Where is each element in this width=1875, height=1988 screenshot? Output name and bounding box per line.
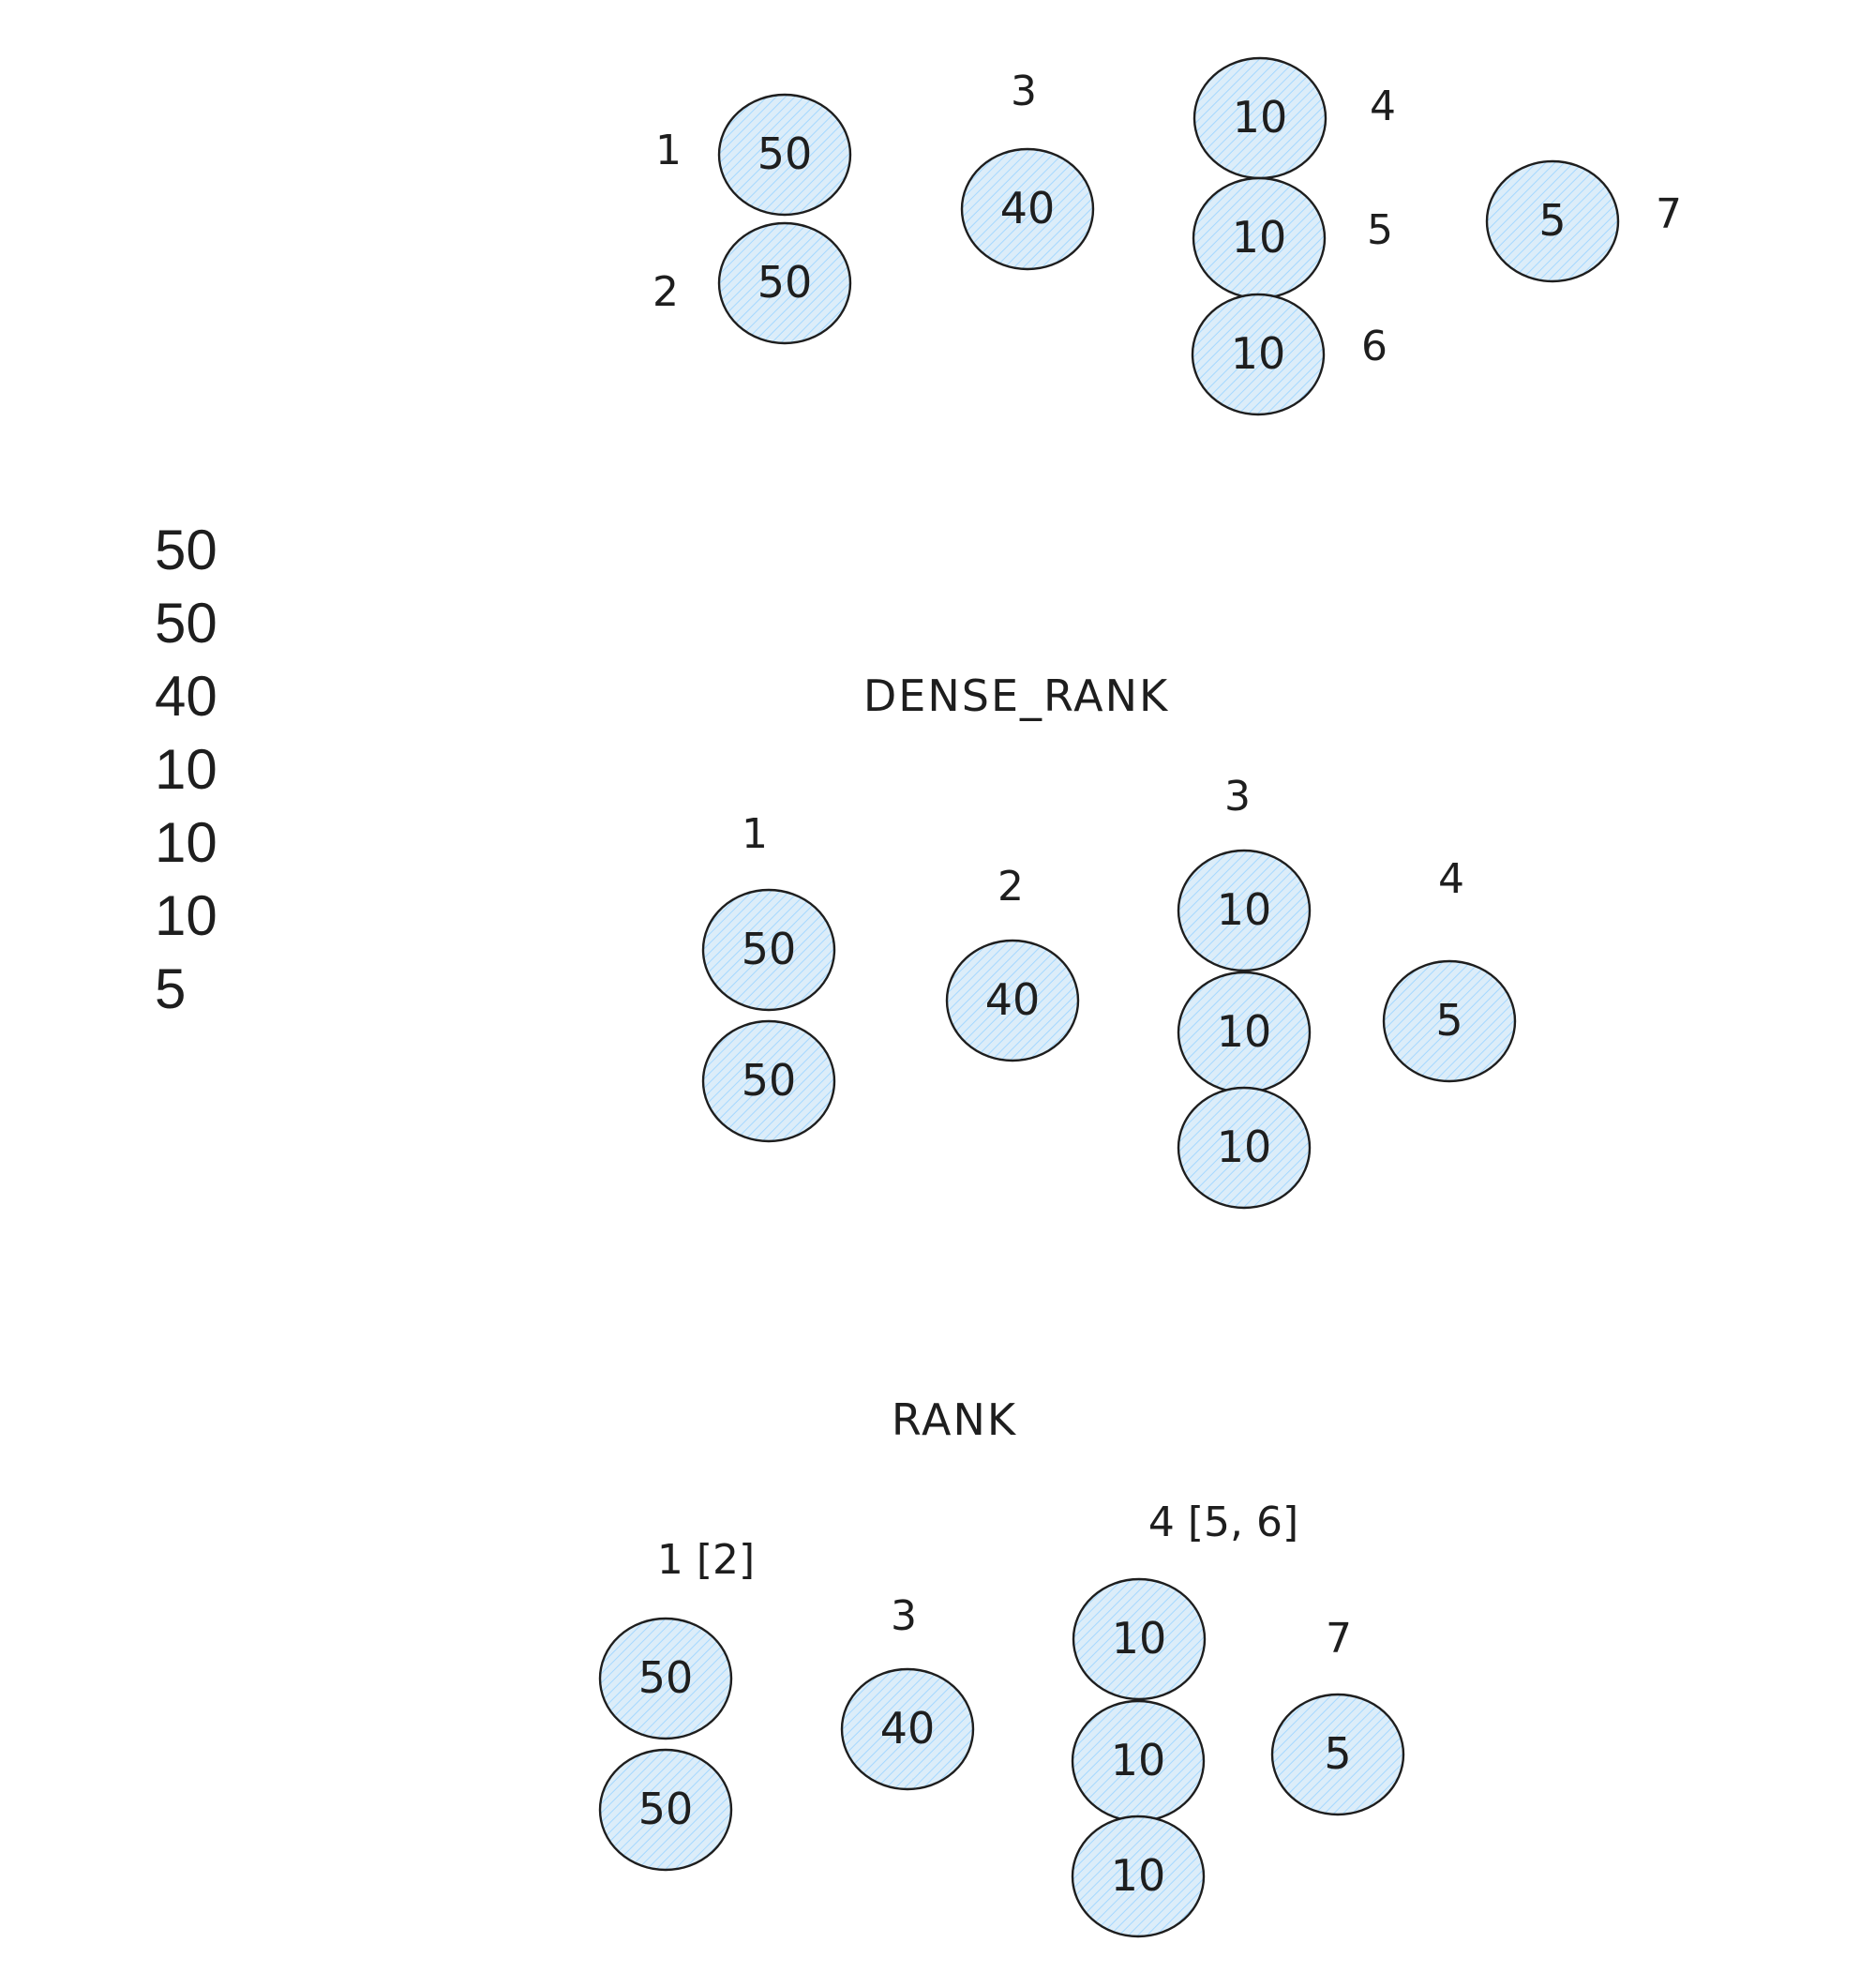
circle-value: 10 <box>1111 1735 1166 1785</box>
row-label: 6 <box>1361 323 1388 370</box>
circle-value: 10 <box>1231 328 1286 379</box>
row-number-group: 50 50 40 10 10 10 5 <box>652 56 1682 416</box>
value-item: 10 <box>155 738 218 801</box>
circle-node: 50 <box>598 1748 733 1872</box>
row-label: 5 <box>1367 206 1393 254</box>
circle-node: 10 <box>1177 971 1312 1094</box>
circle-node: 50 <box>598 1617 733 1740</box>
circle-value: 10 <box>1232 212 1287 263</box>
circle-value: 10 <box>1111 1850 1166 1901</box>
rank-label: 4 [5, 6] <box>1148 1499 1298 1546</box>
circle-value: 5 <box>1538 195 1566 246</box>
circle-node: 10 <box>1071 1699 1206 1823</box>
rank-label: 2 <box>998 863 1024 911</box>
circle-value: 50 <box>638 1784 694 1834</box>
circle-value: 40 <box>985 974 1041 1025</box>
row-label: 4 <box>1370 83 1396 130</box>
rank-title: RANK <box>892 1394 1017 1445</box>
circle-node: 40 <box>960 147 1095 271</box>
circle-value: 10 <box>1217 1122 1272 1172</box>
circle-node: 10 <box>1072 1577 1207 1701</box>
value-item: 50 <box>155 592 218 655</box>
circle-node: 10 <box>1192 176 1327 300</box>
circle-node: 50 <box>717 221 852 345</box>
circle-value: 10 <box>1217 1006 1272 1057</box>
dense-rank-title: DENSE_RANK <box>863 670 1169 721</box>
circle-node: 50 <box>717 93 852 217</box>
rank-label: 7 <box>1326 1615 1352 1663</box>
circle-value: 50 <box>742 1055 797 1106</box>
circle-value: 50 <box>638 1652 694 1703</box>
rank-label: 3 <box>1224 773 1251 821</box>
rank-label: 3 <box>891 1592 917 1640</box>
circle-value: 5 <box>1435 995 1462 1046</box>
rank-group: RANK 50 50 40 10 10 10 <box>598 1394 1405 1938</box>
circle-value: 50 <box>758 257 813 308</box>
circle-value: 50 <box>742 924 797 974</box>
circle-node: 50 <box>701 888 836 1012</box>
circle-node: 40 <box>840 1667 975 1791</box>
circle-value: 10 <box>1112 1613 1167 1664</box>
row-label: 3 <box>1011 68 1037 115</box>
circle-node: 10 <box>1191 293 1326 416</box>
value-item: 50 <box>155 519 218 581</box>
circle-node: 10 <box>1177 1086 1312 1210</box>
row-label: 2 <box>652 268 679 316</box>
circle-node: 5 <box>1485 159 1620 283</box>
circle-value: 10 <box>1217 884 1272 935</box>
rank-label: 1 [2] <box>657 1536 755 1584</box>
circle-node: 10 <box>1192 56 1328 180</box>
circle-node: 5 <box>1270 1693 1405 1816</box>
circle-value: 10 <box>1233 92 1288 143</box>
circle-node: 5 <box>1382 959 1517 1083</box>
dense-rank-group: DENSE_RANK 50 50 40 10 10 <box>701 670 1517 1210</box>
circle-value: 50 <box>758 128 813 179</box>
circle-node: 10 <box>1071 1815 1206 1938</box>
circle-node: 50 <box>701 1019 836 1143</box>
row-label: 1 <box>655 127 682 174</box>
circle-value: 40 <box>1000 183 1056 233</box>
circle-node: 40 <box>945 939 1080 1062</box>
circle-node: 10 <box>1177 849 1312 972</box>
circle-value: 5 <box>1324 1728 1351 1779</box>
value-item: 10 <box>155 884 218 947</box>
rank-label: 1 <box>742 810 768 858</box>
value-item: 10 <box>155 811 218 874</box>
rank-label: 4 <box>1438 855 1464 903</box>
circle-value: 40 <box>880 1703 936 1754</box>
value-item: 5 <box>155 957 187 1020</box>
value-item: 40 <box>155 665 218 728</box>
values-list: 50 50 40 10 10 10 5 <box>155 514 218 1026</box>
row-label: 7 <box>1656 190 1682 238</box>
